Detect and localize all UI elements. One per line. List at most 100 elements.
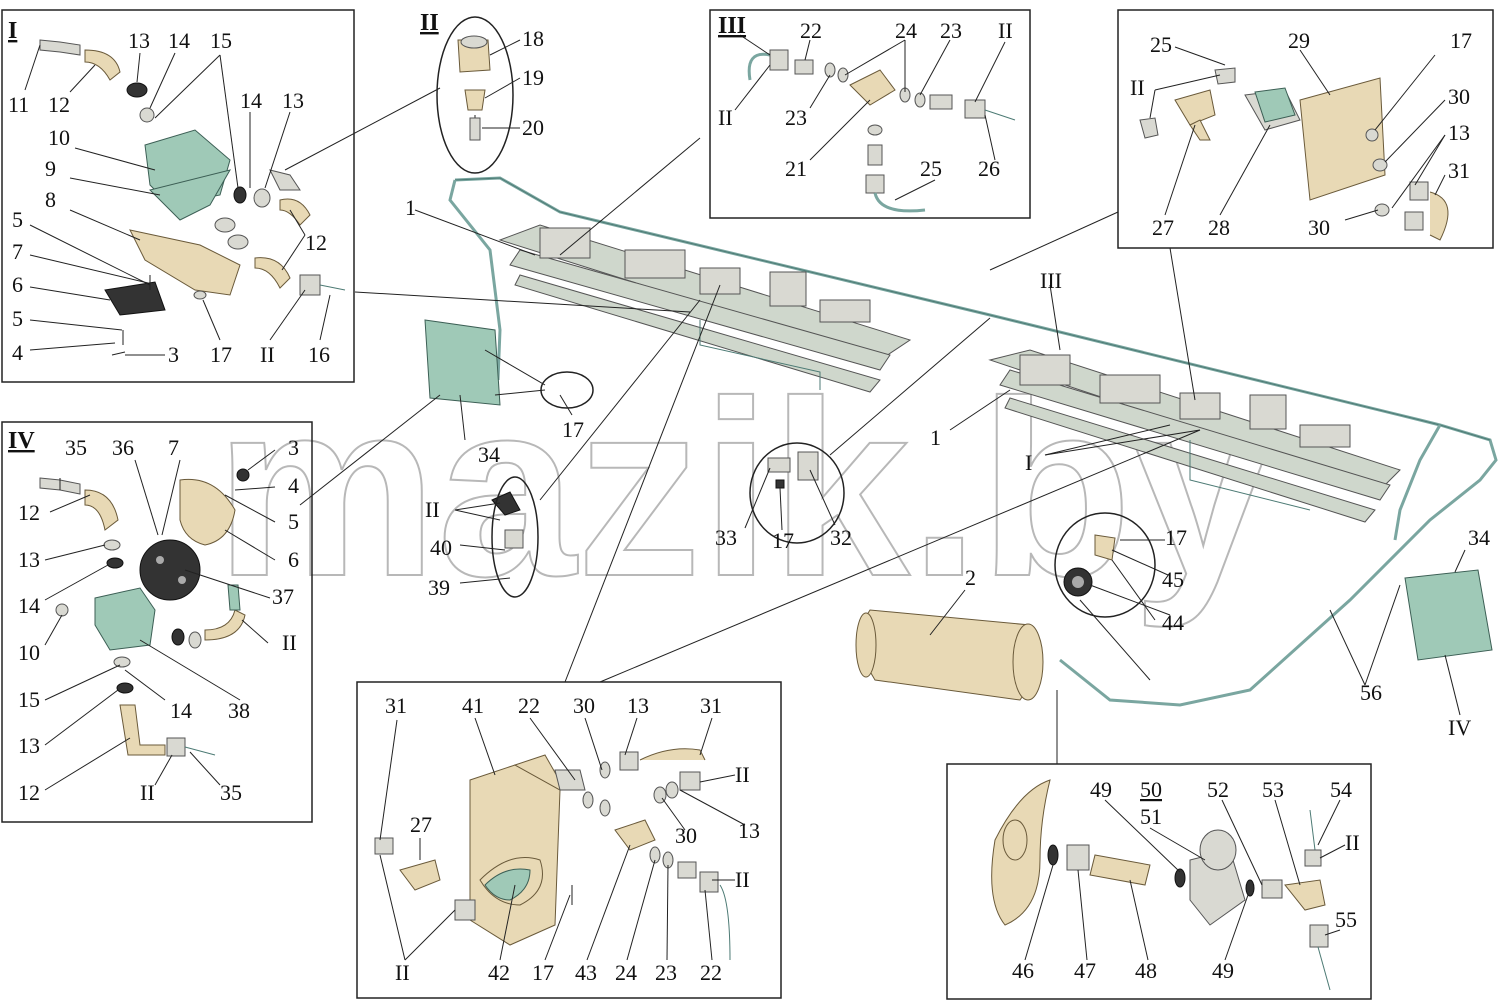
part-label: 47 [1074, 958, 1096, 983]
detail-II-parts [457, 35, 491, 141]
part-label: 12 [48, 92, 70, 117]
part-label: 14 [168, 28, 190, 53]
leader-lines [24, 34, 1466, 961]
part-label: II [282, 630, 297, 655]
part-label: 22 [518, 693, 540, 718]
part-label: 55 [1335, 907, 1357, 932]
part-label: II [1130, 75, 1145, 100]
detail-bracket-bottom-parts [374, 748, 731, 961]
part-label: 34 [478, 442, 500, 467]
part-label: 24 [895, 18, 917, 43]
part-label: III [1040, 268, 1062, 293]
part-label: 17 [772, 528, 794, 553]
detail-frame-IV [1, 421, 313, 823]
part-label: 2 [965, 565, 976, 590]
detail-frame-valve-top [1117, 9, 1494, 249]
part-label: 13 [128, 28, 150, 53]
section-label-II: II [420, 10, 439, 36]
part-label: 15 [210, 28, 232, 53]
part-label: 3 [288, 435, 299, 460]
part-label: II [735, 762, 750, 787]
part-label: 48 [1135, 958, 1157, 983]
part-label: 4 [288, 473, 299, 498]
part-label: 44 [1162, 610, 1184, 635]
detail-III-parts [747, 49, 1016, 213]
part-label: 49 [1212, 958, 1234, 983]
part-label: 7 [168, 435, 179, 460]
detail-IV-parts [39, 468, 250, 757]
part-label: 30 [675, 823, 697, 848]
detail-ellipse-II [436, 16, 514, 174]
part-label: 23 [785, 105, 807, 130]
part-label: 13 [18, 733, 40, 758]
part-label: 13 [738, 818, 760, 843]
cover-plate-right [1404, 569, 1493, 661]
part-label: 5 [12, 306, 23, 331]
part-label: 6 [12, 272, 23, 297]
detail-ellipse-44-45 [1054, 512, 1156, 618]
section-label-IV: IV [8, 428, 35, 454]
part-label: 17 [1450, 28, 1472, 53]
part-label: 27 [1152, 215, 1174, 240]
part-label: 12 [18, 780, 40, 805]
part-label: 17 [1165, 525, 1187, 550]
part-label: 20 [522, 115, 544, 140]
part-label: 27 [410, 812, 432, 837]
part-label: 35 [220, 780, 242, 805]
part-label: 21 [785, 156, 807, 181]
part-label: 14 [170, 698, 192, 723]
part-label: 3 [168, 342, 179, 367]
part-label: II [395, 960, 410, 985]
part-label: 24 [615, 960, 637, 985]
part-label: 31 [1448, 158, 1470, 183]
part-label: 29 [1288, 28, 1310, 53]
part-label: 30 [573, 693, 595, 718]
section-label-I: I [8, 18, 17, 44]
part-label: 43 [575, 960, 597, 985]
part-label: 52 [1207, 777, 1229, 802]
part-label: 17 [562, 417, 584, 442]
part-label: 5 [12, 207, 23, 232]
part-label: 9 [45, 156, 56, 181]
part-label: 38 [228, 698, 250, 723]
part-label: 15 [18, 687, 40, 712]
clip-detail [767, 451, 819, 489]
part-label: 13 [282, 88, 304, 113]
part-label: II [1345, 830, 1360, 855]
part-label: 31 [700, 693, 722, 718]
part-label: 10 [18, 640, 40, 665]
connector-lines [284, 87, 1201, 764]
detail-ellipse-39-40 [491, 476, 539, 598]
part-label: 37 [272, 584, 294, 609]
part-label: 11 [8, 92, 29, 117]
part-label: 36 [112, 435, 134, 460]
part-label: 25 [1150, 32, 1172, 57]
part-label: 17 [532, 960, 554, 985]
part-label: 13 [627, 693, 649, 718]
part-label: 33 [715, 525, 737, 550]
part-label: 45 [1162, 567, 1184, 592]
part-label: 28 [1208, 215, 1230, 240]
main-pipeline [448, 176, 1498, 707]
part-label: 23 [940, 18, 962, 43]
part-label: 23 [655, 960, 677, 985]
part-label: 13 [18, 547, 40, 572]
detail-frame-bracket-bottom [356, 681, 782, 999]
air-receiver [855, 609, 1044, 701]
part-label: 53 [1262, 777, 1284, 802]
rail-assembly-left [498, 224, 912, 393]
part-label: 7 [12, 239, 23, 264]
part-label: 5 [288, 509, 299, 534]
part-label: 12 [305, 230, 327, 255]
part-label: 41 [462, 693, 484, 718]
part-label: 1 [930, 425, 941, 450]
bracket-detail-39-40 [491, 491, 524, 549]
part-label: 10 [48, 125, 70, 150]
part-label: 50 [1140, 777, 1162, 802]
part-label: 18 [522, 26, 544, 51]
part-label: 19 [522, 65, 544, 90]
detail-frame-III [709, 9, 1031, 219]
part-label: 51 [1140, 804, 1162, 829]
part-label: 8 [45, 187, 56, 212]
